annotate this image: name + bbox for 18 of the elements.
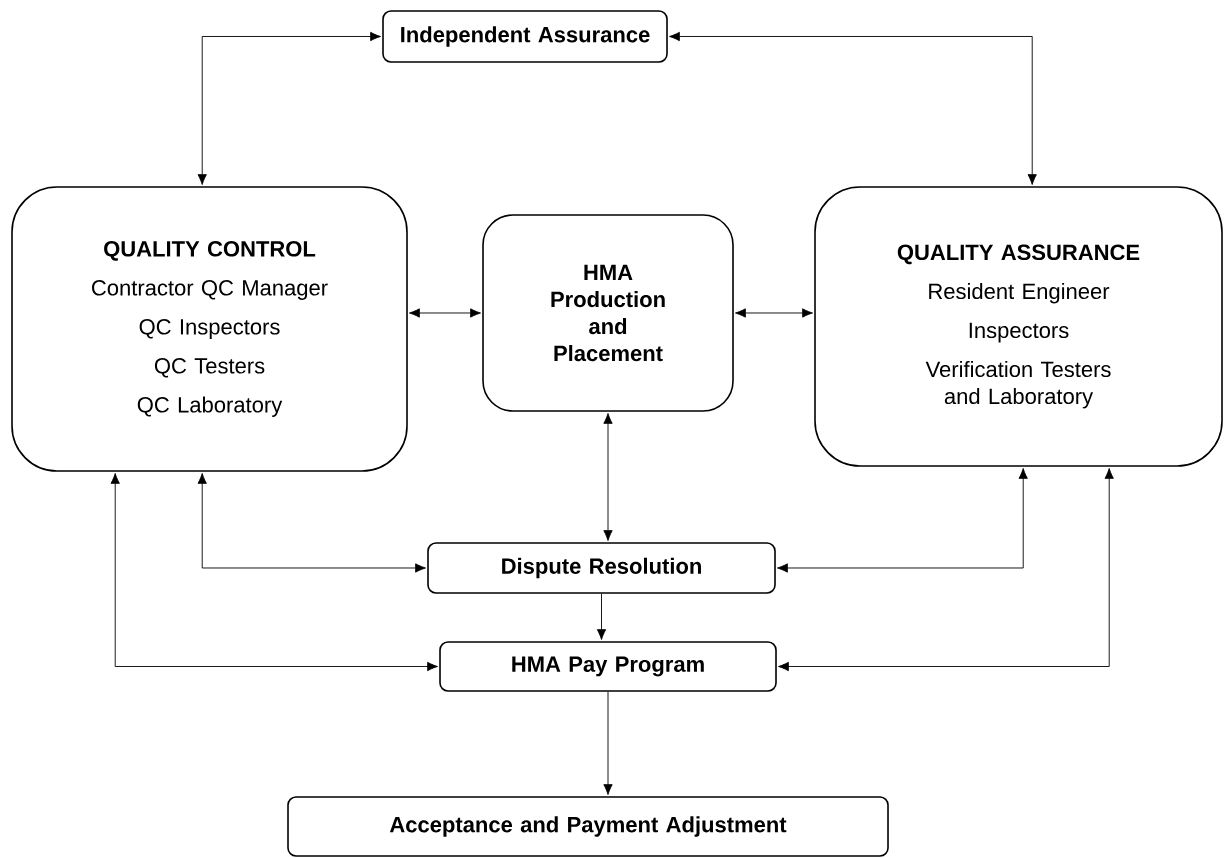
process-box: QUALITY CONTROL Contractor QC Manager QC Inspectors QC Testers QC Laboratory [11, 186, 408, 472]
arrow [669, 31, 1037, 185]
process-box: Dispute Resolution [427, 542, 776, 594]
process-box: QUALITY ASSURANCE Resident Engineer Inspectors Verification Testers and Laboratory [814, 186, 1223, 467]
process-box: HMA Pay Program [439, 641, 777, 692]
arrow [603, 691, 613, 795]
process-box: Independent Assurance [382, 10, 668, 63]
arrow [197, 473, 426, 573]
arrow [197, 31, 381, 185]
arrow [603, 413, 613, 541]
arrow [735, 308, 813, 318]
arrow [777, 468, 1028, 573]
process-box: Acceptance and Payment Adjustment [287, 796, 889, 857]
arrow [409, 308, 481, 318]
arrow [778, 468, 1114, 672]
arrow [596, 593, 607, 640]
arrow [110, 473, 438, 672]
process-box: HMA Production and Placement [482, 214, 734, 412]
